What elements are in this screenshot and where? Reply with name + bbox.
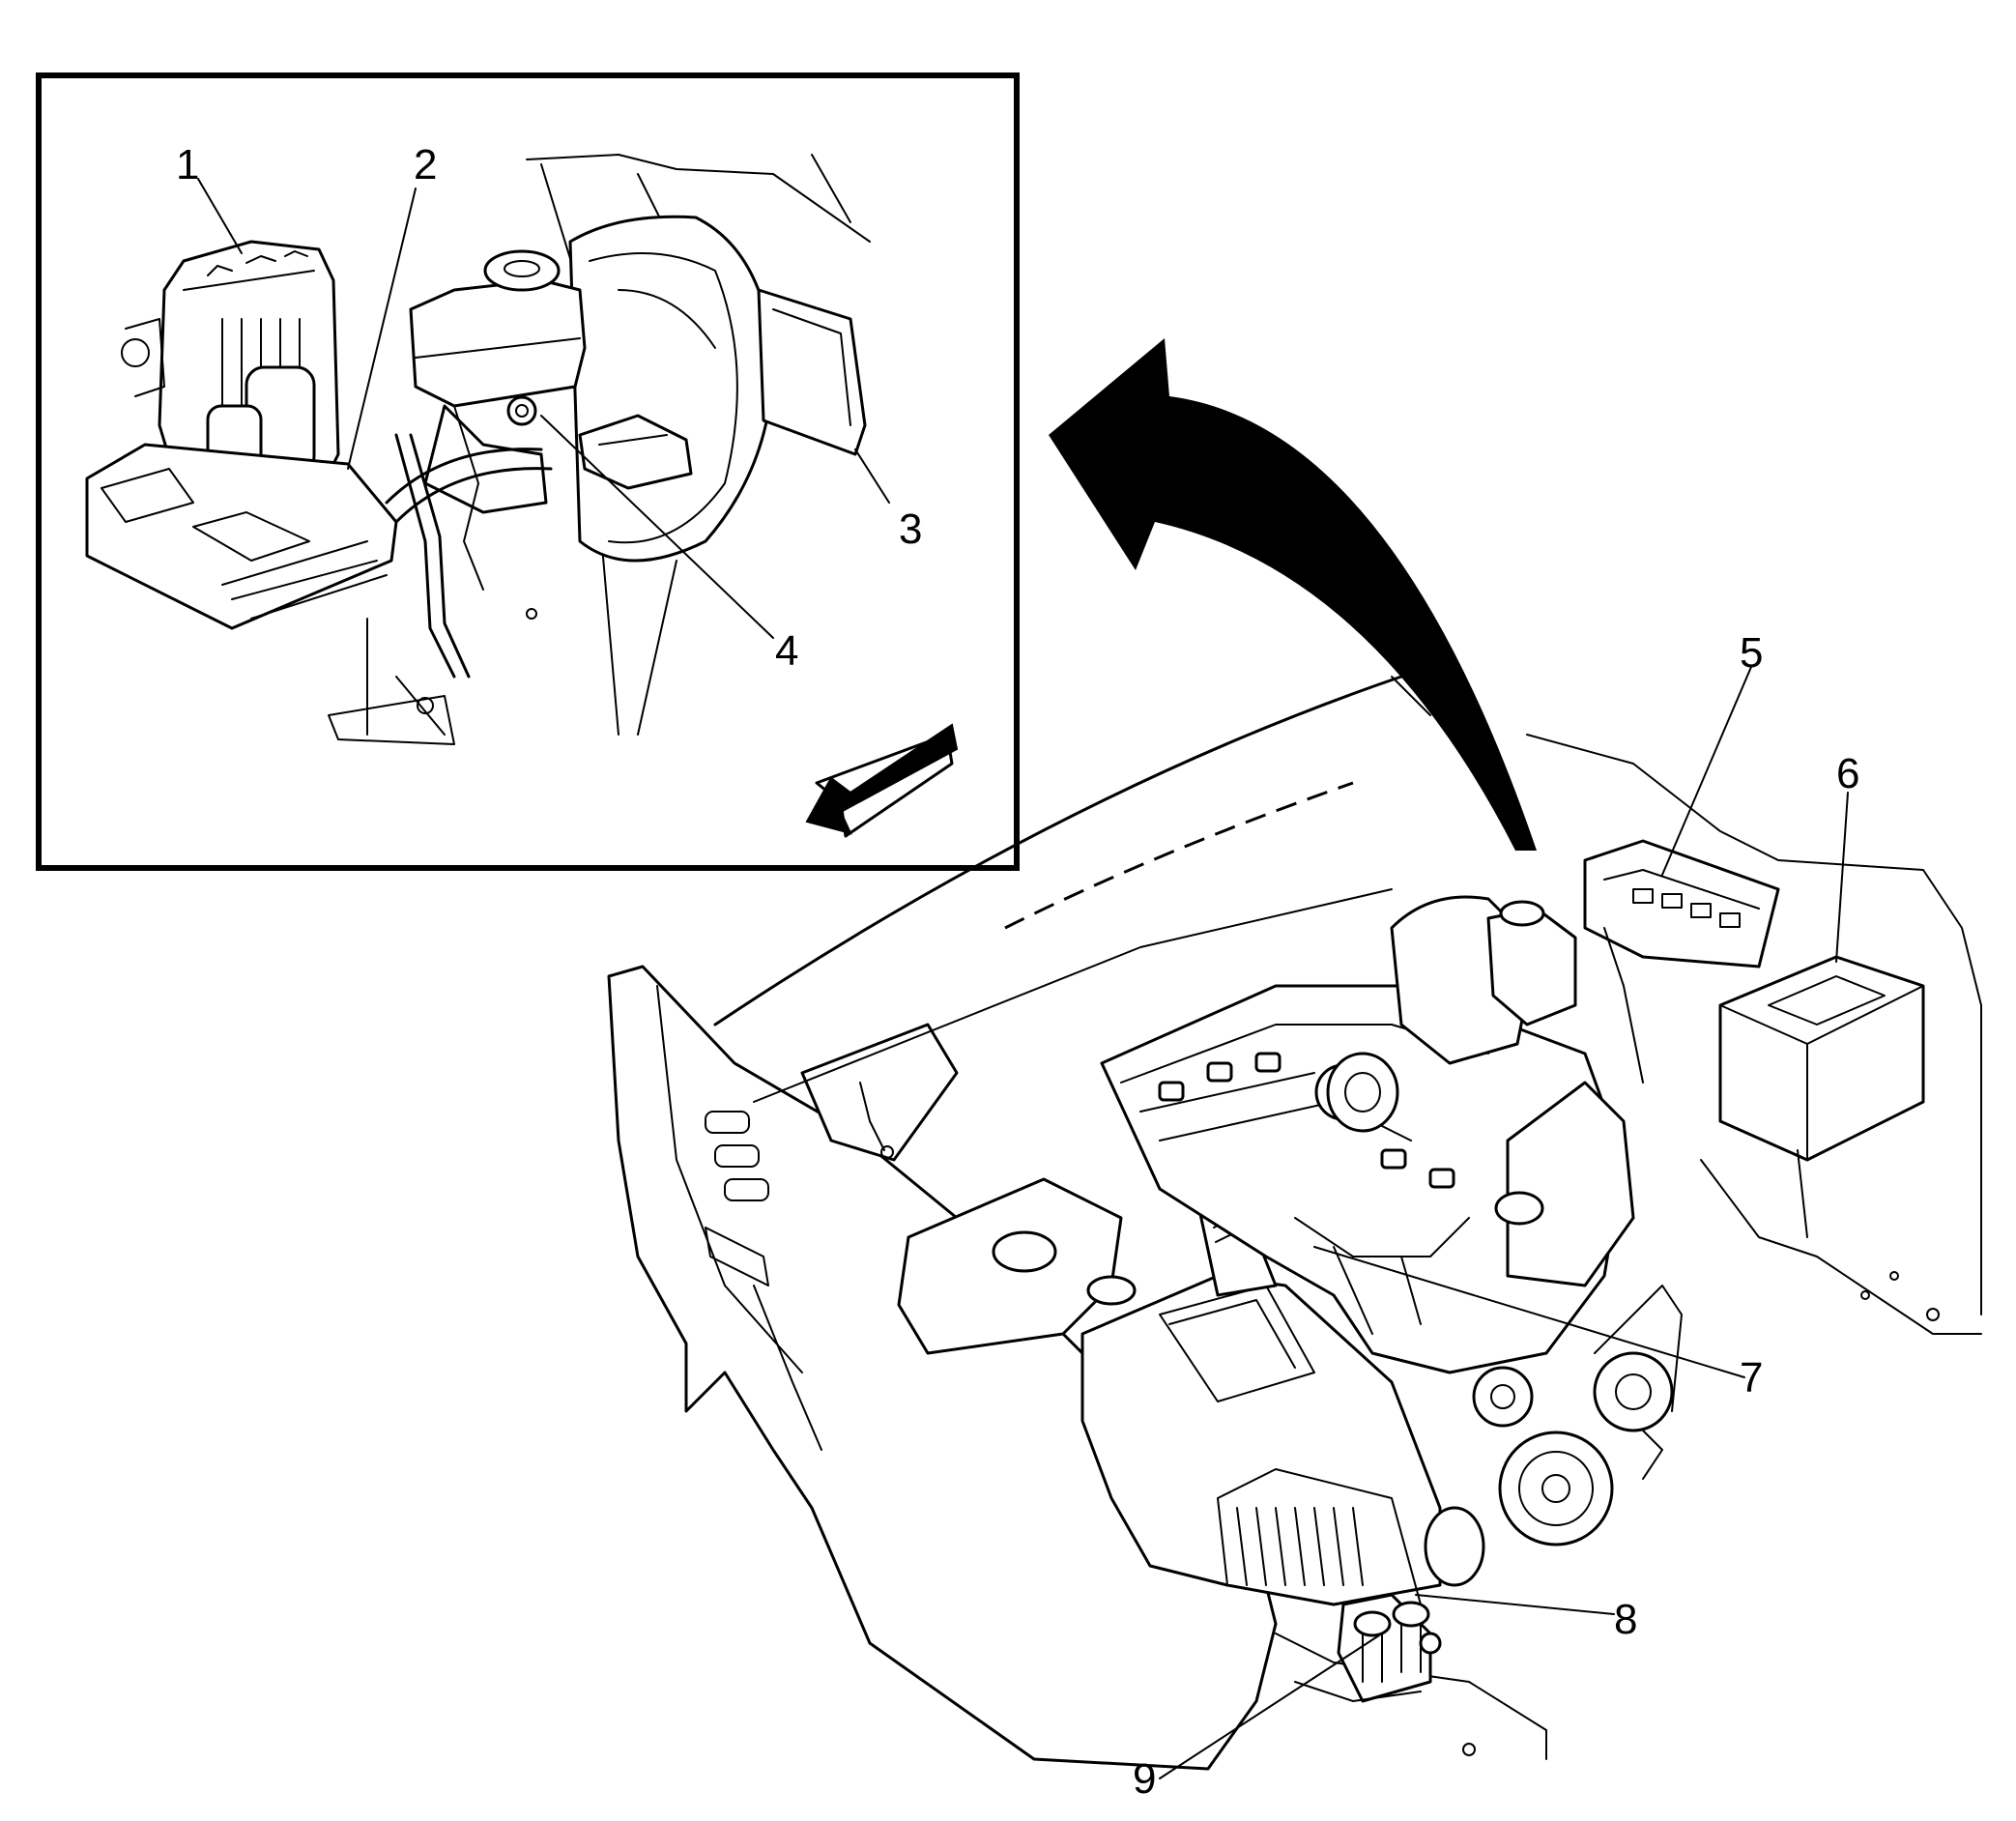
underhood-fuse-block — [1583, 839, 1780, 1084]
left-inner-panel — [753, 888, 1393, 1162]
sensor-assembly — [1294, 1593, 1442, 1703]
brake-lines — [366, 405, 553, 736]
connector-block — [578, 414, 693, 490]
engine-block — [1100, 984, 1626, 1374]
main-brake-booster — [1390, 895, 1577, 1065]
callout-8: 8 — [1614, 1596, 1637, 1643]
callout-5: 5 — [1740, 629, 1763, 677]
throttle-body — [1326, 1052, 1399, 1133]
callout-7: 7 — [1740, 1354, 1763, 1402]
lower-front-panel — [1275, 1633, 1547, 1760]
callout-1: 1 — [176, 141, 199, 188]
right-fender — [1526, 734, 1982, 1335]
engine-compartment-view: 5 6 7 8 9 — [607, 629, 1982, 1803]
main-leader-lines — [1159, 666, 1849, 1779]
inset-leader-lines — [197, 178, 890, 639]
forward-direction-arrow-icon — [805, 723, 959, 838]
callout-9: 9 — [1133, 1755, 1156, 1803]
cowl-outline — [713, 675, 1431, 1026]
engine-front-cover — [1494, 1081, 1635, 1287]
washer-reservoir — [897, 1177, 1137, 1355]
inset-lower-harness — [328, 695, 455, 745]
callout-3: 3 — [899, 506, 922, 553]
firewall-module-3 — [757, 288, 867, 456]
left-fender — [607, 965, 1278, 1771]
inset-battery-tray — [85, 443, 398, 630]
callout-4: 4 — [775, 627, 798, 675]
callout-2: 2 — [414, 141, 437, 188]
inset-detail-view: 1 2 3 4 — [36, 72, 1020, 871]
battery — [1718, 955, 1925, 1162]
accessory-pulleys — [1472, 1285, 1683, 1546]
master-cylinder-reservoir — [409, 249, 587, 514]
callout-6: 6 — [1836, 750, 1859, 797]
curved-arrow-icon — [1049, 338, 1537, 851]
